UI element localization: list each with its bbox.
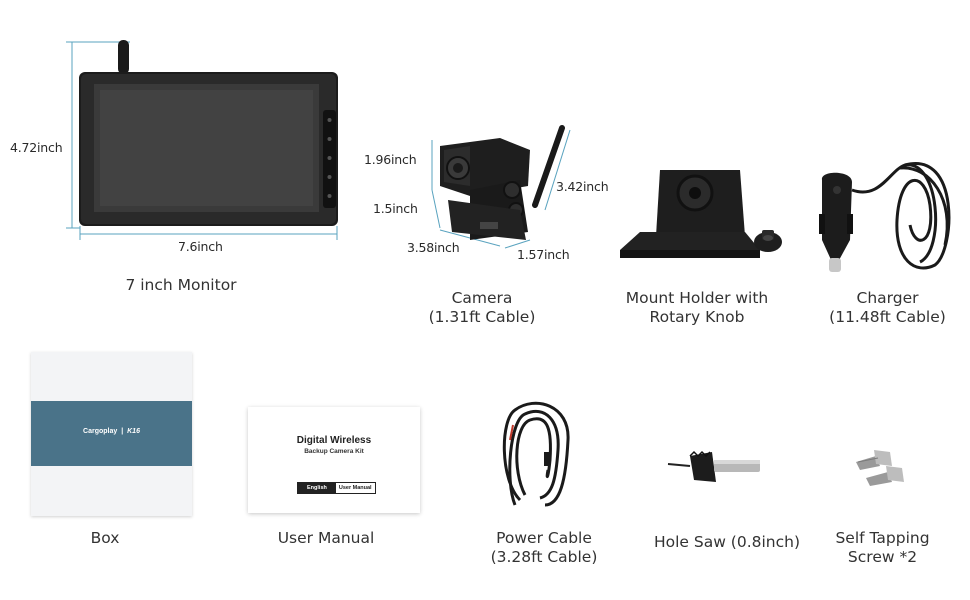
manual-tab-english: English — [298, 483, 336, 493]
camera-dim-top: 1.96inch — [364, 152, 417, 167]
camera-dim-right: 3.42inch — [556, 179, 609, 194]
camera-caption: Camera (1.31ft Cable) — [412, 289, 552, 327]
manual-caption: User Manual — [277, 529, 375, 547]
camera-caption-line2: (1.31ft Cable) — [428, 308, 536, 326]
box-brand-name: Cargoplay — [83, 428, 118, 435]
box-brand: Cargoplay | K16 — [83, 428, 140, 435]
monitor-caption: 7 inch Monitor — [125, 276, 237, 294]
manual-tab-user-manual: User Manual — [338, 485, 372, 491]
manual-tabs: English User Manual — [297, 482, 376, 494]
screws-caption-line2: Screw *2 — [847, 548, 918, 566]
manual-title: Digital Wireless — [296, 435, 372, 446]
charger-caption-line2: (11.48ft Cable) — [829, 308, 946, 326]
box-image: Cargoplay | K16 — [31, 352, 192, 516]
hole-saw-caption: Hole Saw (0.8inch) — [653, 533, 801, 551]
mount-caption: Mount Holder with Rotary Knob — [612, 289, 782, 327]
manual-subtitle: Backup Camera Kit — [304, 448, 364, 455]
box-caption: Box — [90, 529, 120, 547]
camera-dim-bottom-left: 3.58inch — [407, 240, 460, 255]
box-band — [31, 401, 192, 466]
screws-caption-line1: Self Tapping — [835, 529, 930, 547]
manual-image: Digital Wireless Backup Camera Kit Engli… — [248, 407, 420, 513]
camera-caption-line1: Camera — [451, 289, 513, 307]
screws-caption: Self Tapping Screw *2 — [815, 529, 950, 567]
power-cable-caption: Power Cable (3.28ft Cable) — [474, 529, 614, 567]
camera-dim-bottom-right: 1.57inch — [517, 247, 570, 262]
charger-caption-line1: Charger — [856, 289, 919, 307]
camera-dim-mid: 1.5inch — [373, 201, 418, 216]
mount-caption-line1: Mount Holder with — [625, 289, 769, 307]
power-cable-caption-line2: (3.28ft Cable) — [490, 548, 598, 566]
monitor-height-label: 4.72inch — [10, 140, 63, 155]
box-model-name: K16 — [127, 428, 140, 435]
monitor-width-label: 7.6inch — [178, 239, 223, 254]
power-cable-caption-line1: Power Cable — [496, 529, 592, 547]
mount-caption-line2: Rotary Knob — [649, 308, 745, 326]
charger-caption: Charger (11.48ft Cable) — [815, 289, 960, 327]
